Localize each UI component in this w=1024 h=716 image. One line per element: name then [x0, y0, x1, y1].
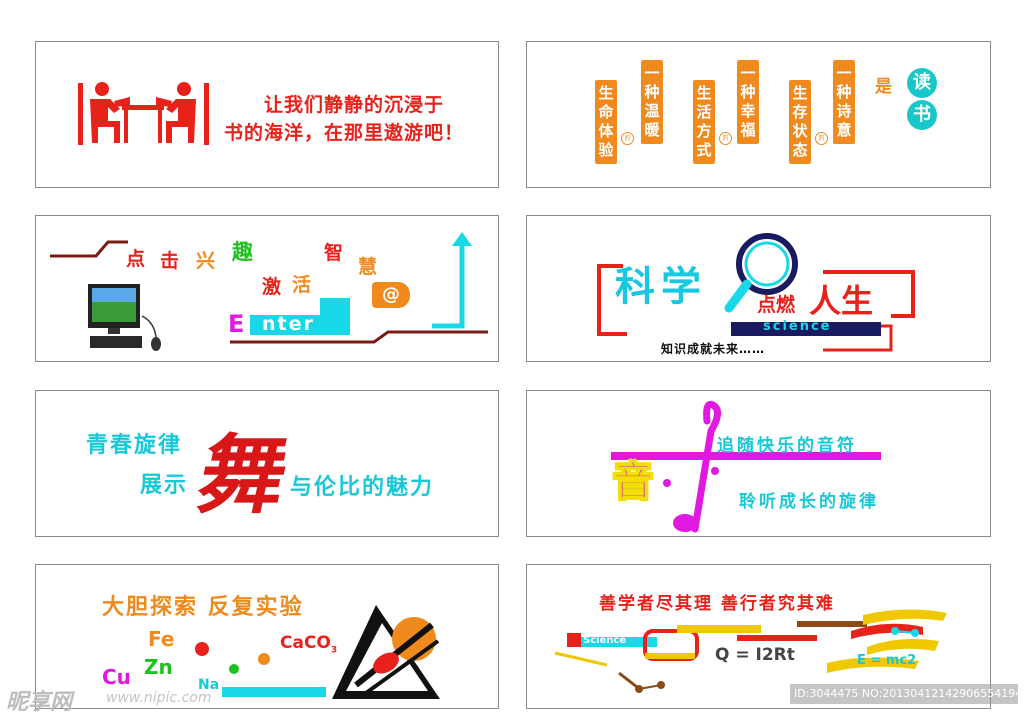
- poem-column: 一种幸福: [737, 60, 759, 144]
- panel-enter: 点 击 兴 趣 激 活 智 慧 E nter @: [35, 215, 499, 362]
- panel-experiment: 大胆探索 反复实验 Fe Zn Cu Na CaCO3: [35, 564, 499, 709]
- poem-char: 命: [598, 103, 614, 121]
- chem-na: Na: [198, 677, 220, 693]
- poem-char: 意: [836, 121, 852, 139]
- poem-column: 一种温暖: [641, 60, 663, 144]
- poem-char: 种: [644, 83, 660, 101]
- poem-char: 一: [740, 64, 756, 82]
- watermark-logo: 昵享网: [6, 690, 73, 715]
- physics-shapes: [554, 609, 947, 693]
- poem-char: 一: [836, 64, 852, 82]
- poem-char: 暖: [644, 121, 660, 139]
- poem-char: 幸: [740, 102, 756, 120]
- watermark-url: www.nipic.com: [106, 690, 212, 706]
- poem-char: 福: [740, 121, 756, 139]
- chem-caco-sub: 3: [330, 645, 338, 656]
- chem-zn: Zn: [144, 655, 173, 679]
- experiment-shapes: [195, 605, 440, 699]
- char-xing: 兴: [196, 250, 216, 272]
- panel-music: 音 追随快乐的音符 聆听成长的旋律: [526, 390, 991, 537]
- char-huo: 活: [292, 274, 312, 296]
- poem-char: 态: [792, 141, 808, 159]
- char-ji: 击: [160, 250, 180, 272]
- music-line-1: 追随快乐的音符: [717, 436, 857, 456]
- science-word: science: [763, 319, 832, 334]
- enter-e: E: [228, 310, 245, 338]
- chem-caco3: CaCO3: [280, 633, 337, 655]
- poem-char: 状: [792, 122, 808, 140]
- enter-box: [250, 315, 350, 335]
- magnifier-icon: [724, 233, 798, 313]
- poem-char: 存: [792, 103, 808, 121]
- poem-char: 种: [740, 83, 756, 101]
- poem-char: 活: [696, 103, 712, 121]
- kexue-title: 科学: [615, 263, 707, 310]
- char-qu: 趣: [232, 240, 253, 264]
- music-note-shape: [611, 400, 881, 533]
- char-zhi: 智: [324, 242, 344, 264]
- poem-char: 温: [644, 102, 660, 120]
- panel-read-book: 生命体验的一种温暖生活方式的一种幸福生存状态的一种诗意 是 读 书: [526, 41, 991, 188]
- poem-char: 体: [598, 122, 614, 140]
- poem-char: 种: [836, 83, 852, 101]
- at-icon: @: [372, 282, 410, 308]
- connector-de: 的: [621, 132, 634, 145]
- yin-character: 音: [613, 459, 654, 506]
- dianran-text: 点燃: [757, 294, 796, 316]
- enter-box-top: [320, 298, 350, 316]
- reading-people-icon: [78, 82, 209, 145]
- science-subtitle: 知识成就未来……: [661, 342, 766, 356]
- music-line-2: 聆听成长的旋律: [739, 492, 879, 512]
- char-hui: 慧: [358, 256, 378, 278]
- chem-fe: Fe: [148, 627, 175, 651]
- reading-line-2: 书的海洋，在那里遨游吧！: [224, 122, 465, 144]
- science-frame: [597, 264, 915, 352]
- poem-column: 生命体验: [595, 80, 617, 164]
- experiment-title: 大胆探索 反复实验: [102, 595, 304, 620]
- connector-de: 的: [815, 132, 828, 145]
- panel-dance: 青春旋律 展示 舞 与伦比的魅力: [35, 390, 499, 537]
- shu-badge: 书: [907, 100, 937, 130]
- formula-joule: Q = I2Rt: [715, 645, 795, 665]
- char-dian: 点: [126, 248, 146, 270]
- reading-line-1: 让我们静静的沉浸于: [264, 94, 445, 116]
- enter-word: nter: [262, 313, 315, 335]
- computer-icon: [88, 284, 161, 351]
- dance-line-1: 青春旋律: [86, 433, 183, 458]
- dance-line-3: 与伦比的魅力: [290, 475, 435, 500]
- panel-science: 科学 点燃 人生 science 知识成就未来……: [526, 215, 991, 362]
- dance-calligraphy: 舞: [189, 425, 298, 526]
- poem-char: 验: [598, 141, 614, 159]
- poem-char: 诗: [836, 102, 852, 120]
- poem-char: 生: [598, 84, 614, 102]
- panel-reading: 让我们静静的沉浸于 书的海洋，在那里遨游吧！: [35, 41, 499, 188]
- watermark-id: ID:3044475 NO:20130412142906554194: [790, 684, 1018, 704]
- rensheng-text: 人生: [809, 282, 874, 320]
- chem-caco: CaCO: [280, 633, 331, 653]
- connector-de: 的: [719, 132, 732, 145]
- poem-char: 生: [792, 84, 808, 102]
- chem-cu: Cu: [102, 665, 131, 689]
- shi-label: 是: [875, 77, 892, 97]
- char-ji2: 激: [262, 276, 282, 298]
- physics-title: 善学者尽其理 善行者究其难: [599, 594, 835, 614]
- du-badge: 读: [907, 68, 937, 98]
- poem-column: 一种诗意: [833, 60, 855, 144]
- dance-line-2: 展示: [140, 473, 189, 498]
- poem-char: 生: [696, 84, 712, 102]
- formula-einstein: E = mc2: [857, 653, 917, 668]
- science-label: Science: [583, 635, 627, 646]
- poem-char: 方: [696, 122, 712, 140]
- circuit-lines: [50, 232, 488, 344]
- poem-char: 一: [644, 64, 660, 82]
- poem-column: 生活方式: [693, 80, 715, 164]
- poem-column: 生存状态: [789, 80, 811, 164]
- poem-char: 式: [696, 141, 712, 159]
